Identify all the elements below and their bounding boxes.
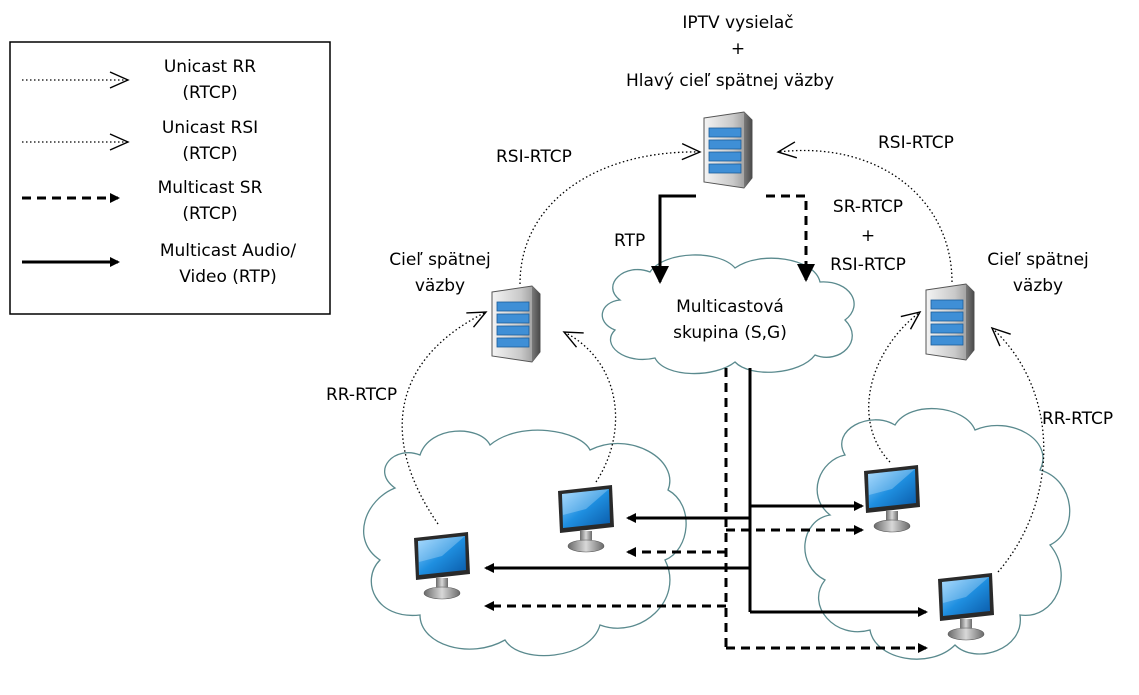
- rtp-label: RTP: [614, 231, 645, 251]
- iptv-source-server-icon: [703, 111, 753, 189]
- legend-box: [9, 41, 331, 315]
- legend-unicast-rsi-sub: (RTCP): [182, 144, 237, 164]
- rsi-left-arrow: [519, 143, 702, 285]
- legend-multicast-sr-sub: (RTCP): [182, 204, 237, 224]
- legend-unicast-rsi-label: Unicast RSI: [162, 118, 258, 138]
- sr-plus: +: [861, 226, 875, 246]
- rsi-right-label: RSI-RTCP: [878, 133, 954, 153]
- rr-left-2-arrow: [562, 331, 617, 483]
- multicast-group-label-2: skupina (S,G): [673, 323, 787, 343]
- multicast-group-label: Multicastová: [676, 297, 784, 317]
- multicast-group-cloud: [601, 254, 855, 375]
- legend-unicast-rr-label: Unicast RR: [164, 57, 256, 77]
- legend-multicast-av-sub: Video (RTP): [179, 267, 277, 287]
- multicast-sr-distribution: [484, 368, 928, 653]
- sr-label-2: RSI-RTCP: [830, 255, 906, 275]
- source-plus: +: [731, 39, 745, 59]
- source-subtitle: Hlavý cieľ spätnej väzby: [626, 71, 834, 91]
- legend: Unicast RR (RTCP) Unicast RSI (RTCP) Mul…: [9, 41, 331, 315]
- legend-multicast-av-label: Multicast Audio/: [160, 241, 297, 261]
- sr-rsi-arrow: [766, 194, 815, 282]
- multicast-rtp-distribution: [484, 368, 928, 617]
- rtp-arrow: [651, 194, 696, 284]
- right-feedback-server-icon: [925, 283, 975, 361]
- rr-right-label: RR-RTCP: [1042, 409, 1113, 429]
- sr-label: SR-RTCP: [833, 197, 903, 217]
- legend-unicast-rr-sub: (RTCP): [182, 83, 237, 103]
- left-feedback-label-2: väzby: [415, 276, 465, 296]
- rr-left-1-arrow: [401, 311, 488, 525]
- left-feedback-server-icon: [491, 285, 541, 363]
- right-feedback-label-2: väzby: [1013, 276, 1063, 296]
- rr-right-2-arrow: [990, 326, 1045, 573]
- legend-multicast-sr-label: Multicast SR: [158, 178, 263, 198]
- rr-left-label: RR-RTCP: [326, 385, 397, 405]
- right-receiver-cloud: [804, 407, 1071, 660]
- right-feedback-label: Cieľ spätnej: [987, 250, 1089, 270]
- left-receiver-cloud: [363, 429, 687, 657]
- source-title: IPTV vysielač: [682, 13, 793, 33]
- left-feedback-label: Cieľ spätnej: [389, 250, 491, 270]
- rsi-left-label: RSI-RTCP: [496, 147, 572, 167]
